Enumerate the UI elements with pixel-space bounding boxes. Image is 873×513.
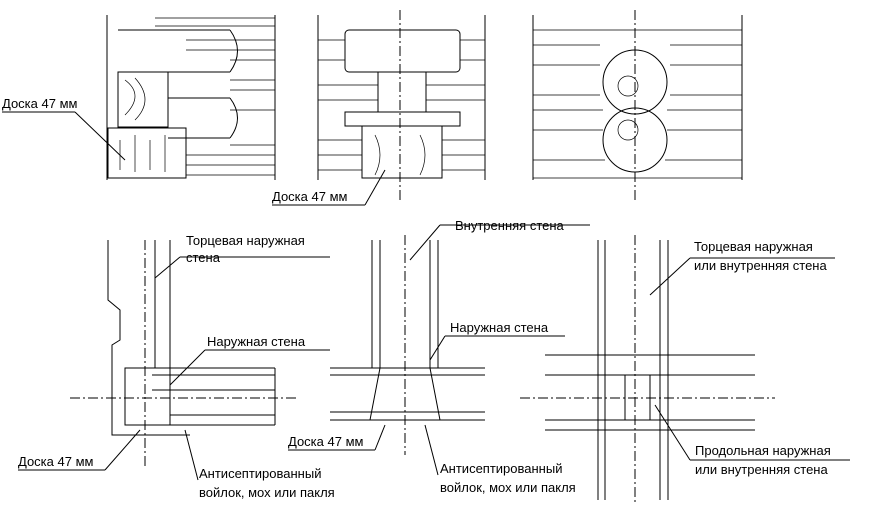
elevation-left: [2, 15, 276, 180]
label-felt-mid-1: Антисептированный: [440, 461, 563, 476]
label-board-bottom-left: Доска 47 мм: [18, 454, 94, 469]
label-end-wall-right-2: или внутренняя стена: [694, 258, 827, 273]
plan-left: [18, 240, 330, 481]
label-end-wall-right-1: Торцевая наружная: [694, 239, 813, 254]
label-board-top-mid: Доска 47 мм: [272, 189, 348, 204]
label-end-wall-left-2: стена: [186, 250, 220, 265]
label-felt-mid-2: войлок, мох или пакля: [440, 480, 576, 495]
label-felt-left-2: войлок, мох или пакля: [199, 485, 335, 500]
label-board-bottom-mid: Доска 47 мм: [288, 434, 364, 449]
elevation-right: [532, 10, 743, 200]
label-long-wall-2: или внутренняя стена: [695, 462, 828, 477]
elevation-middle: [272, 10, 486, 206]
label-board-top-left: Доска 47 мм: [2, 96, 78, 111]
label-outer-wall-mid: Наружная стена: [450, 320, 549, 335]
label-end-wall-left-1: Торцевая наружная: [186, 233, 305, 248]
label-felt-left-1: Антисептированный: [199, 466, 322, 481]
plan-right: [520, 235, 850, 505]
plan-middle: [288, 224, 590, 476]
label-outer-wall-left: Наружная стена: [207, 334, 306, 349]
label-long-wall-1: Продольная наружная: [695, 443, 831, 458]
label-inner-wall: Внутренняя стена: [455, 218, 564, 233]
